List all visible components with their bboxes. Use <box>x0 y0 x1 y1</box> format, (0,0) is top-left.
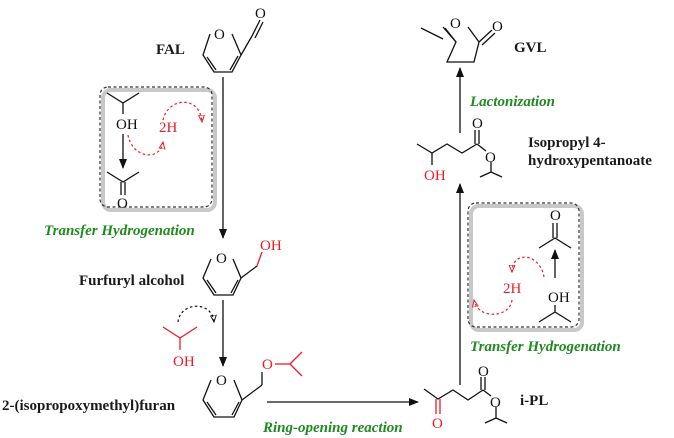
ether-ring-oxygen: O <box>216 373 227 389</box>
fal-label: FAL <box>156 42 185 58</box>
gvl-ring-oxygen: O <box>450 16 461 32</box>
fal-carbonyl-oxygen: O <box>255 6 266 22</box>
ipl-label: i-PL <box>520 393 548 409</box>
ihp-ester-oxygen: O <box>485 150 496 166</box>
ipl-structure: O O O <box>423 364 508 432</box>
isopropoxymethylfuran-label: 2-(isopropoxymethyl)furan <box>2 398 176 414</box>
step-transfer-hydrogenation-1: Transfer Hydrogenation <box>44 223 195 239</box>
furfuryl-alcohol-label: Furfuryl alcohol <box>79 273 184 289</box>
ihp-structure: OH O O <box>416 116 503 184</box>
step-lactonization: Lactonization <box>469 94 555 110</box>
ihp-carbonyl-oxygen: O <box>472 116 483 132</box>
box2-alcohol-oh: OH <box>548 290 570 306</box>
hydrogen-donor-box-2: O OH 2H <box>467 202 584 332</box>
step-ring-opening: Ring-opening reaction <box>262 420 403 436</box>
furfuryl-alcohol-structure: O OH <box>202 238 282 296</box>
box1-ketone-o: O <box>117 196 128 212</box>
box2-hydrogen: 2H <box>503 281 522 297</box>
isopropanol-oh: OH <box>173 354 195 370</box>
ffa-hydroxyl: OH <box>260 238 282 254</box>
ether-oxygen: O <box>262 357 273 373</box>
gvl-carbonyl-oxygen: O <box>492 19 503 35</box>
ipl-ketone-oxygen: O <box>432 416 443 432</box>
gvl-structure: O O <box>420 16 503 63</box>
ihp-hydroxyl: OH <box>424 168 446 184</box>
ffa-ring-oxygen: O <box>216 251 227 267</box>
isopropoxymethylfuran-structure: O O <box>202 351 303 418</box>
isopropanol-reagent: OH <box>162 305 214 370</box>
gvl-label: GVL <box>514 40 547 56</box>
fal-structure: O O <box>202 6 266 73</box>
hydrogen-transfer-arrow <box>162 101 202 122</box>
ipl-carbonyl-oxygen: O <box>478 364 489 380</box>
ihp-label-line2: hydroxypentanoate <box>528 153 652 169</box>
box2-ketone-o: O <box>550 208 561 224</box>
box1-hydrogen: 2H <box>159 120 178 136</box>
ipl-ester-oxygen: O <box>490 395 501 411</box>
step-transfer-hydrogenation-2: Transfer Hydrogenation <box>470 339 621 355</box>
box1-alcohol-oh: OH <box>116 117 138 133</box>
ihp-label-line1: Isopropyl 4- <box>528 135 606 151</box>
fal-ring-oxygen: O <box>214 27 225 43</box>
hydrogen-donor-box-1: OH O 2H <box>99 86 217 212</box>
